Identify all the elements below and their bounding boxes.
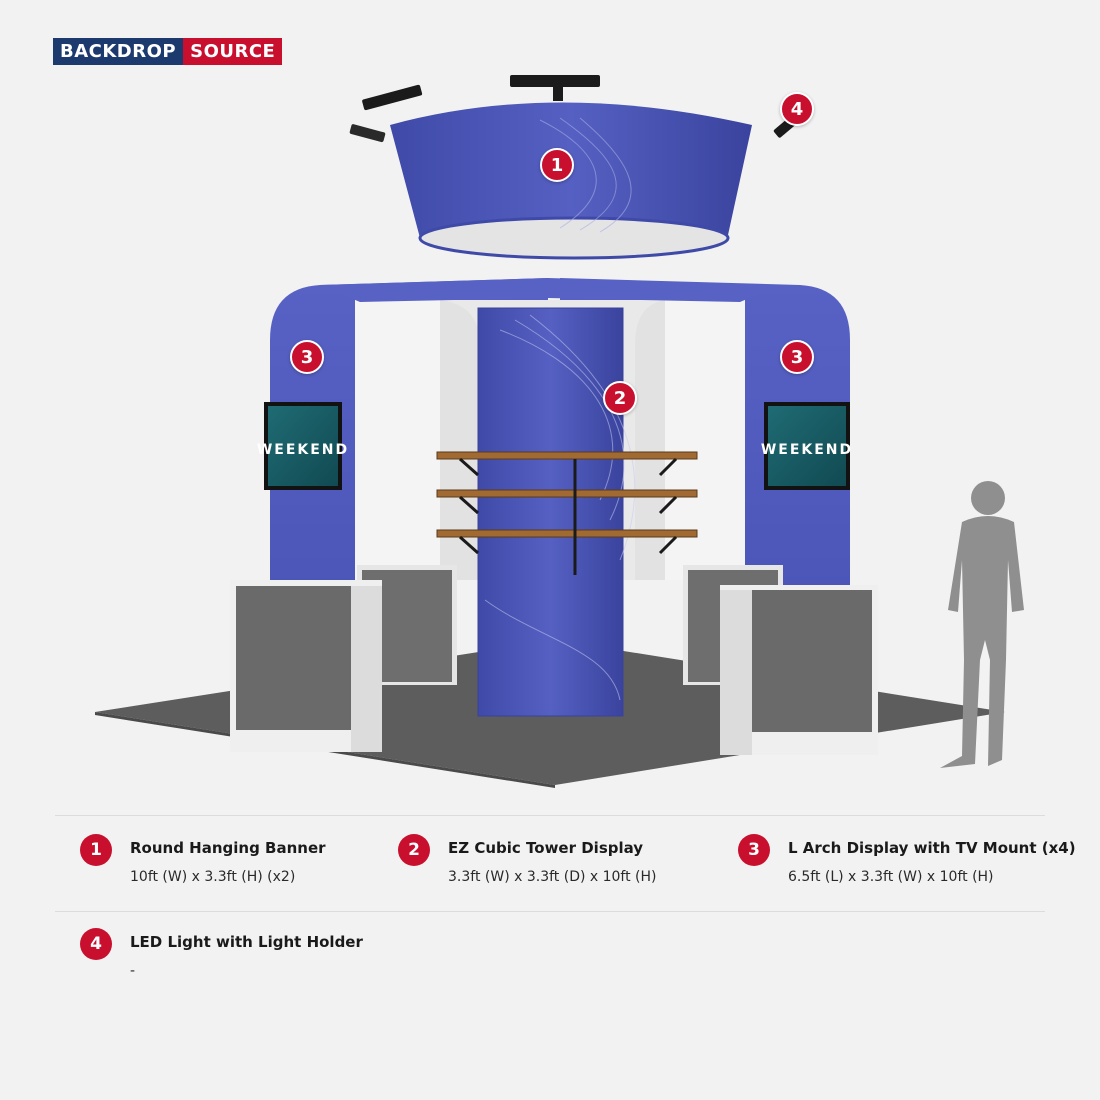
tv-right-text: WEEKEND <box>761 442 853 458</box>
component-item-3: 3 L Arch Display with TV Mount (x4) 6.5f… <box>738 834 1076 885</box>
component-item-2: 2 EZ Cubic Tower Display 3.3ft (W) x 3.3… <box>398 834 657 885</box>
marker-2-tower: 2 <box>603 381 637 415</box>
divider-top <box>55 815 1045 816</box>
marker-3-arch-right: 3 <box>780 340 814 374</box>
divider-middle <box>55 911 1045 912</box>
component-spec: - <box>130 963 136 979</box>
component-title: EZ Cubic Tower Display <box>448 839 644 857</box>
component-item-4: 4 LED Light with Light Holder - <box>80 928 363 979</box>
round-hanging-banner <box>390 102 752 260</box>
counter-front-right <box>720 585 878 755</box>
component-number: 1 <box>80 834 112 866</box>
component-item-1: 1 Round Hanging Banner 10ft (W) x 3.3ft … <box>80 834 326 885</box>
brand-logo-part1: BACKDROP <box>53 38 184 65</box>
component-title: LED Light with Light Holder <box>130 933 363 951</box>
brand-logo: BACKDROP SOURCE <box>53 38 283 65</box>
component-spec: 3.3ft (W) x 3.3ft (D) x 10ft (H) <box>448 869 657 885</box>
tv-left: WEEKEND <box>257 402 349 490</box>
component-spec: 10ft (W) x 3.3ft (H) (x2) <box>130 869 296 885</box>
tv-right: WEEKEND <box>761 402 853 490</box>
led-lights <box>349 75 807 143</box>
human-scale-silhouette <box>940 481 1024 768</box>
marker-3-arch-left: 3 <box>290 340 324 374</box>
component-number: 3 <box>738 834 770 866</box>
component-number: 4 <box>80 928 112 960</box>
component-spec: 6.5ft (L) x 3.3ft (W) x 10ft (H) <box>788 869 994 885</box>
component-number: 2 <box>398 834 430 866</box>
tv-left-text: WEEKEND <box>257 442 349 458</box>
booth-illustration: WEEKEND WEEKEND <box>95 75 1024 788</box>
cubic-tower <box>477 307 636 717</box>
component-title: L Arch Display with TV Mount (x4) <box>788 839 1076 857</box>
brand-logo-part2: SOURCE <box>183 38 283 65</box>
marker-1-hanging-banner: 1 <box>540 148 574 182</box>
wood-shelves <box>436 451 698 538</box>
marker-4-led-light: 4 <box>780 92 814 126</box>
component-title: Round Hanging Banner <box>130 839 326 857</box>
counter-front-left <box>230 580 382 752</box>
